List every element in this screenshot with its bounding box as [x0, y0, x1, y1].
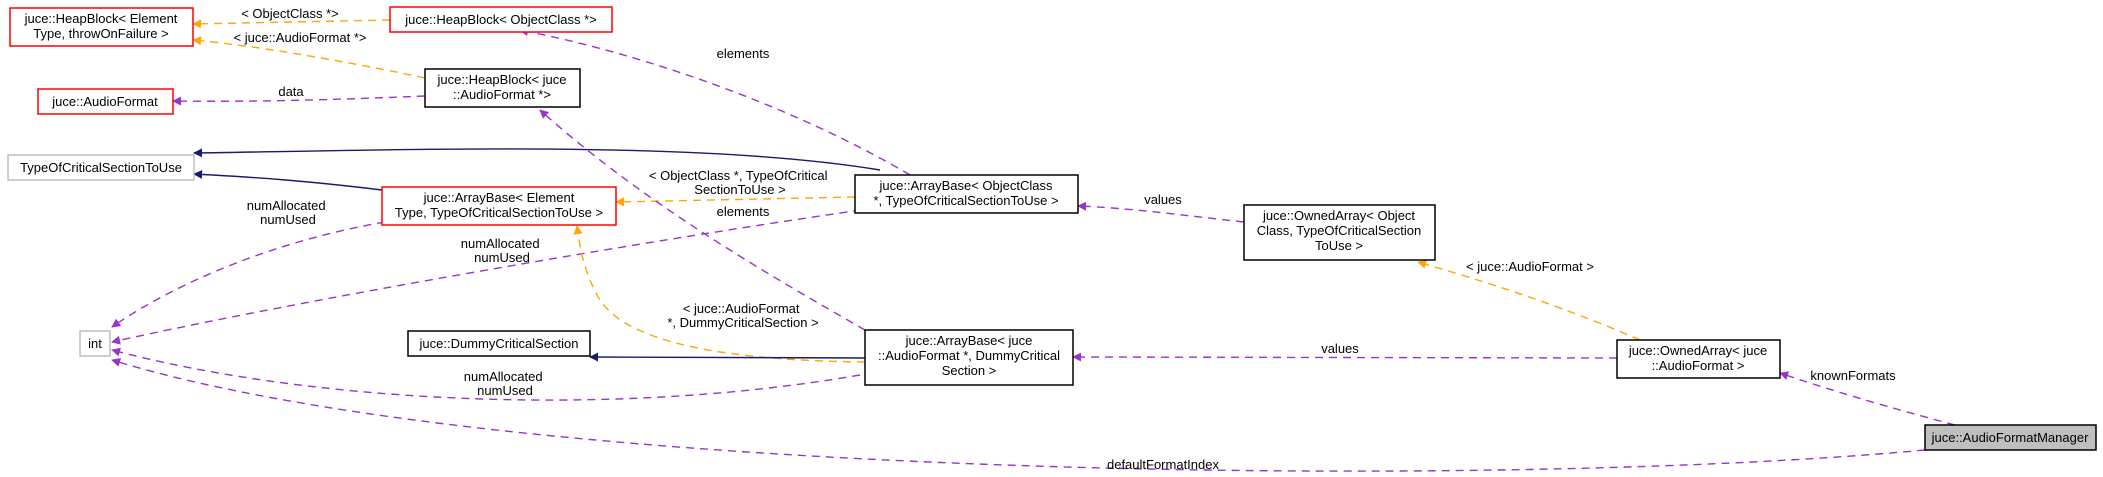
- edge-arraybase-element-to-int: [111, 221, 386, 328]
- svg-text:juce::OwnedArray< juce::AudioF: juce::OwnedArray< juce::AudioFormat >: [1628, 343, 1767, 373]
- node-audioformatmanager[interactable]: juce::AudioFormatManager: [1924, 424, 2097, 451]
- edge-arraybase-objectclass-to-int: [111, 207, 876, 345]
- edge-label-elements-mid: elements: [717, 204, 770, 219]
- svg-text:juce::ArrayBase< juce::AudioFo: juce::ArrayBase< juce::AudioFormat *, Du…: [878, 333, 1060, 378]
- edge-label-objectclass-tmpl: < ObjectClass *>: [241, 6, 339, 21]
- node-heapblock-audioformat[interactable]: juce::HeapBlock< juce::AudioFormat *>: [424, 68, 581, 108]
- edge-audioformatmanager-to-ownedarray-audioformat-knownformats: [1779, 371, 1956, 426]
- edge-label-values-bottom: values: [1321, 341, 1359, 356]
- svg-text:juce::HeapBlock< ObjectClass *: juce::HeapBlock< ObjectClass *>: [404, 12, 596, 27]
- edge-ownedarray-audioformat-to-arraybase-audioformat-values: [1072, 352, 1618, 362]
- svg-text:juce::AudioFormat: juce::AudioFormat: [51, 94, 158, 109]
- svg-text:juce::DummyCriticalSection: juce::DummyCriticalSection: [419, 336, 579, 351]
- edge-label-audioformat-ptr-tmpl: < juce::AudioFormat *>: [234, 30, 367, 45]
- node-typeofcriticalsectiontouse[interactable]: TypeOfCriticalSectionToUse: [7, 154, 195, 181]
- edge-label-audioformat-critical-tmpl: < juce::AudioFormat *, DummyCriticalSect…: [667, 301, 818, 330]
- svg-text:juce::HeapBlock< juce::AudioFo: juce::HeapBlock< juce::AudioFormat *>: [437, 72, 567, 102]
- edge-label-defaultformatindex: defaultFormatIndex: [1107, 457, 1220, 472]
- edge-label-objectclass-critical-tmpl: < ObjectClass *, TypeOfCritical SectionT…: [649, 168, 831, 197]
- edge-ownedarray-audioformat-to-ownedarray-objectclass: [1417, 259, 1641, 341]
- edge-label-audioformat-tmpl: < juce::AudioFormat >: [1466, 259, 1594, 274]
- edge-audioformatmanager-to-int-defaultformatindex: [111, 358, 1926, 472]
- edge-heapblock-objectclass-to-heapblock-element: [192, 19, 391, 29]
- edge-arraybase-audioformat-to-arraybase-element: [573, 225, 866, 363]
- node-heapblock-objectclass[interactable]: juce::HeapBlock< ObjectClass *>: [389, 6, 613, 33]
- svg-text:juce::OwnedArray< ObjectClass,: juce::OwnedArray< ObjectClass, TypeOfCri…: [1257, 208, 1422, 253]
- edge-arraybase-objectclass-to-typeofcritical: [193, 148, 881, 171]
- edge-arraybase-objectclass-to-arraybase-element: [615, 196, 856, 207]
- edge-label-elements-top: elements: [717, 46, 770, 61]
- svg-text:juce::ArrayBase< ObjectClass*,: juce::ArrayBase< ObjectClass*, TypeOfCri…: [873, 178, 1058, 208]
- edge-label-numallocated-bottom: numAllocated numUsed: [464, 369, 546, 398]
- edge-arraybase-audioformat-to-int: [111, 347, 861, 401]
- svg-text:juce::AudioFormatManager: juce::AudioFormatManager: [1931, 430, 2089, 445]
- node-ownedarray-audioformat[interactable]: juce::OwnedArray< juce::AudioFormat >: [1616, 339, 1781, 379]
- edge-arraybase-audioformat-to-dummycritical: [589, 352, 866, 362]
- node-int[interactable]: int: [79, 330, 111, 357]
- edge-label-knownformats: knownFormats: [1810, 368, 1896, 383]
- node-audioformat[interactable]: juce::AudioFormat: [37, 88, 174, 115]
- edge-label-values-top: values: [1144, 192, 1182, 207]
- svg-text:TypeOfCriticalSectionToUse: TypeOfCriticalSectionToUse: [20, 160, 182, 175]
- node-dummycriticalsection[interactable]: juce::DummyCriticalSection: [407, 330, 591, 357]
- edge-arraybase-element-to-typeofcritical: [193, 169, 383, 191]
- edge-ownedarray-objectclass-to-arraybase-objectclass-values: [1077, 201, 1245, 223]
- edge-label-data: data: [278, 84, 304, 99]
- node-arraybase-objectclass[interactable]: juce::ArrayBase< ObjectClass*, TypeOfCri…: [854, 174, 1079, 214]
- edge-label-numallocated-left: numAllocated numUsed: [247, 198, 329, 227]
- svg-text:int: int: [88, 336, 102, 351]
- edge-arraybase-audioformat-to-heapblock-audioformat-elements: [539, 109, 866, 331]
- node-arraybase-audioformat[interactable]: juce::ArrayBase< juce::AudioFormat *, Du…: [864, 329, 1074, 386]
- edge-heapblock-audioformat-to-audioformat-data: [172, 95, 426, 106]
- edge-heapblock-audioformat-to-heapblock-element: [192, 36, 426, 79]
- edge-label-numallocated-mid: numAllocated numUsed: [461, 236, 543, 265]
